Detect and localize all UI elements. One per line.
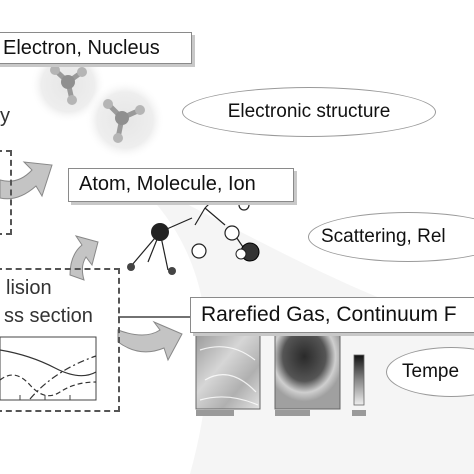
- field-plot-2: [274, 333, 341, 410]
- color-scale-bar: [353, 354, 365, 406]
- temperature-ellipse: Tempe: [386, 347, 474, 397]
- particle-dark-small-1: [127, 263, 135, 271]
- curve-dashdot: [29, 355, 97, 400]
- collision-label-line2: ss section: [4, 305, 93, 327]
- molecule-cloud-2: [85, 80, 165, 160]
- electron-nucleus-box: Electron, Nucleus: [0, 32, 192, 64]
- left-top-letter: y: [0, 105, 10, 127]
- curve-solid: [0, 349, 97, 377]
- electronic-structure-ellipse: Electronic structure: [182, 87, 436, 137]
- field-plot-1: [195, 333, 261, 410]
- scattering-ellipse: Scattering, Rel: [308, 212, 474, 262]
- particle-open-2: [224, 225, 240, 241]
- molecule-cloud-1: [30, 47, 106, 123]
- left-dashed-panel: [0, 150, 12, 235]
- particle-open-4: [235, 248, 247, 260]
- atom-molecule-ion-box: Atom, Molecule, Ion: [68, 168, 294, 202]
- collision-label-line1: lision: [6, 277, 52, 299]
- particle-dark-small-2: [168, 267, 176, 275]
- particle-dark-large: [151, 223, 169, 241]
- cross-section-plot: [0, 336, 97, 401]
- rarefied-gas-box: Rarefied Gas, Continuum F: [190, 297, 474, 333]
- collision-dashed-panel: [0, 268, 120, 412]
- curved-arrow-bottom: [117, 320, 183, 362]
- curved-arrow-left: [0, 161, 53, 200]
- particle-open-1: [191, 243, 207, 259]
